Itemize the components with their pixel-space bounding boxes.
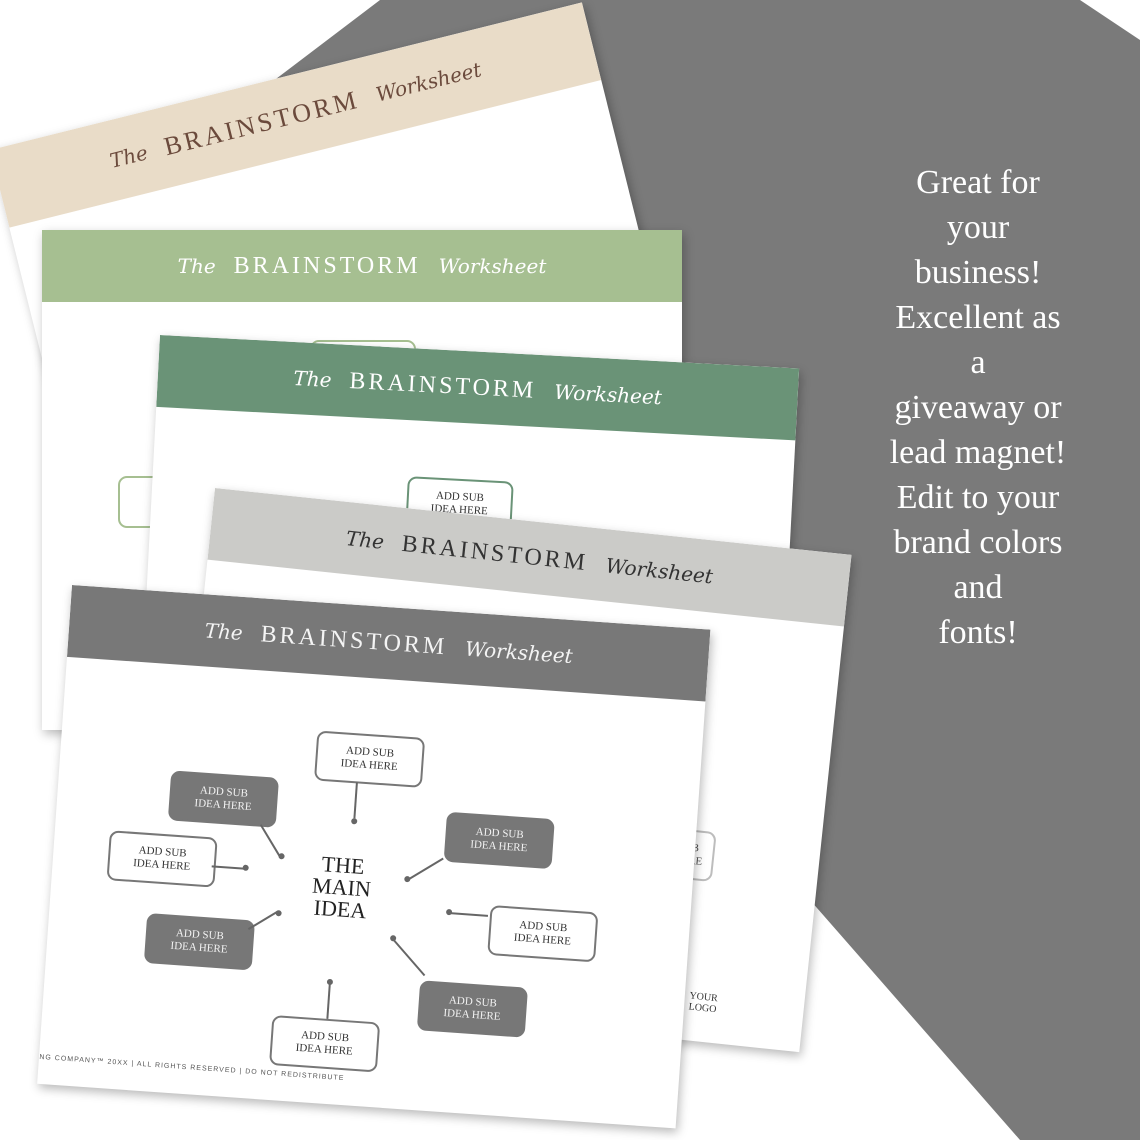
header-worksheet-text: Worksheet (438, 254, 547, 278)
sub-idea-line2: IDEA HERE (132, 856, 191, 873)
worksheet-header-band: The BRAINSTORM Worksheet (42, 230, 682, 302)
connector-line (259, 824, 282, 858)
header-the-text: The (344, 526, 386, 554)
promo-text: Great for your business! Excellent as a … (866, 160, 1090, 655)
header-worksheet-text: Worksheet (553, 379, 663, 410)
header-the-text: The (203, 618, 244, 645)
sub-idea-line2: IDEA HERE (170, 939, 228, 956)
connector-line (353, 782, 358, 819)
promo-line: giveaway or (894, 389, 1062, 426)
connector-dot (326, 978, 334, 986)
connector-line (211, 865, 246, 870)
header-the-text: The (292, 366, 333, 393)
main-idea-line3: IDEA (312, 894, 368, 924)
connector-line (406, 857, 444, 881)
header-brainstorm-text: BRAINSTORM (348, 367, 537, 404)
connector-dot (242, 864, 249, 872)
connector-dot (351, 818, 358, 825)
promo-line: lead magnet! (889, 434, 1067, 471)
logo-line2: LOGO (688, 1001, 717, 1016)
header-brainstorm-text: BRAINSTORM (233, 252, 421, 279)
promo-line: fonts! (938, 614, 1018, 651)
header-brainstorm-text: BRAINSTORM (259, 620, 449, 660)
connector-line (326, 982, 331, 1019)
sub-idea-line2: IDEA HERE (295, 1041, 354, 1058)
main-idea-text: THE MAIN IDEA (304, 851, 378, 924)
header-worksheet-text: Worksheet (604, 553, 715, 589)
header-brainstorm-text: BRAINSTORM (400, 530, 590, 576)
sub-idea-line1: ADD SUB (435, 489, 485, 505)
worksheet-dark-gray: The BRAINSTORM Worksheet THE MAIN IDEA A… (37, 585, 711, 1129)
header-the-text: The (177, 254, 216, 278)
header-the-text: The (107, 140, 151, 173)
promo-line: Great for (916, 164, 1040, 201)
promo-line: Edit to your (896, 479, 1060, 516)
sub-idea-line2: IDEA HERE (194, 797, 252, 814)
connector-dot (275, 910, 282, 917)
header-worksheet-text: Worksheet (464, 636, 574, 669)
sub-idea-line2: IDEA HERE (443, 1006, 501, 1023)
sub-idea-line2: IDEA HERE (340, 757, 399, 774)
connector-line (392, 938, 426, 977)
header-worksheet-text: Worksheet (373, 57, 484, 107)
promo-line: your (946, 209, 1010, 246)
connector-dot (278, 853, 285, 860)
connector-dot (404, 875, 411, 883)
sub-idea-line2: IDEA HERE (513, 931, 572, 948)
promo-line: and (953, 569, 1003, 606)
promo-line: a (970, 344, 986, 381)
connector-line (247, 910, 279, 931)
promo-line: Excellent as (895, 299, 1061, 336)
promo-line: business! (914, 254, 1042, 291)
footer-company-text: YOUR COACHING COMPANY™ 20XX | ALL RIGHTS… (37, 1050, 345, 1083)
sub-idea-line2: IDEA HERE (469, 838, 528, 855)
promo-line: brand colors (893, 524, 1063, 561)
connector-line (449, 912, 489, 917)
